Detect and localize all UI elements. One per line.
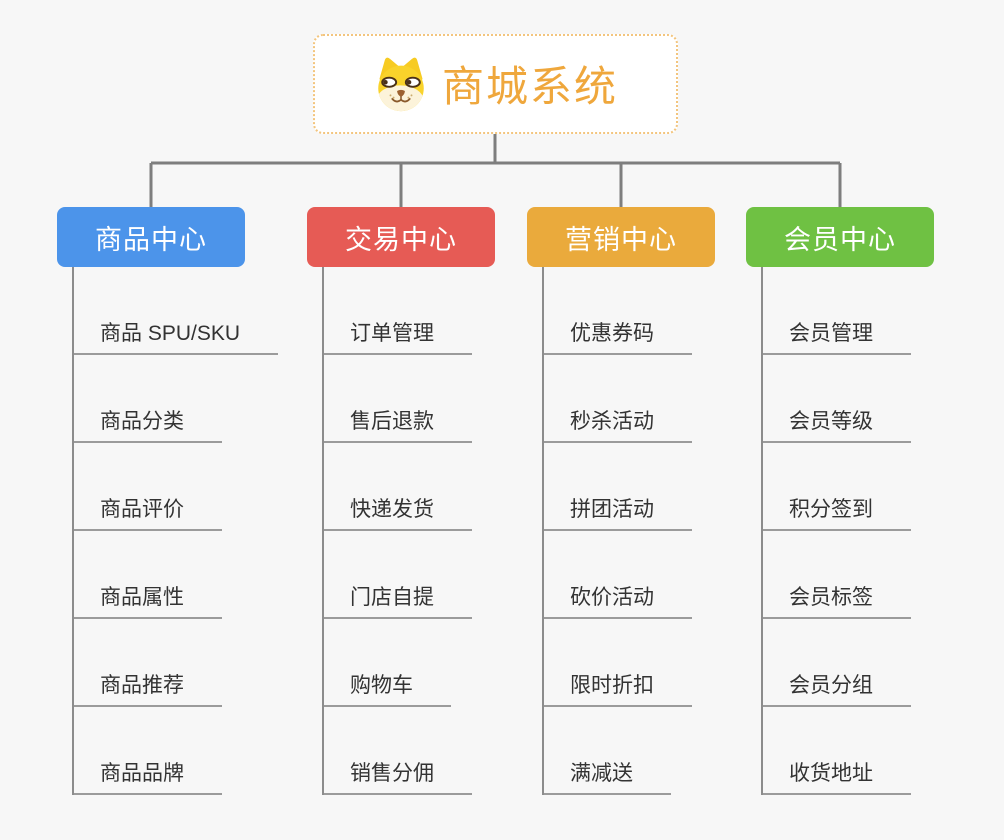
child-topic[interactable]: 优惠券码: [544, 267, 715, 355]
child-topic[interactable]: 收货地址: [763, 707, 934, 795]
child-topic-label: 商品 SPU/SKU: [74, 321, 279, 355]
child-topic-label: 商品分类: [74, 409, 222, 443]
child-topic-label: 优惠券码: [544, 321, 692, 355]
child-topic-label: 商品属性: [74, 585, 222, 619]
child-topic-label: 商品推荐: [74, 673, 222, 707]
child-topic-label: 满减送: [544, 761, 671, 795]
child-topic[interactable]: 商品评价: [74, 443, 245, 531]
child-topic-label: 秒杀活动: [544, 409, 692, 443]
branch-node[interactable]: 营销中心: [527, 207, 715, 267]
child-topic-label: 拼团活动: [544, 497, 692, 531]
branch-node[interactable]: 商品中心: [57, 207, 245, 267]
shiba-dog-icon: [373, 56, 429, 112]
child-topic[interactable]: 积分签到: [763, 443, 934, 531]
child-topic-label: 商品评价: [74, 497, 222, 531]
branch-label: 会员中心: [784, 224, 896, 255]
child-topic[interactable]: 商品品牌: [74, 707, 245, 795]
child-topic-label: 收货地址: [763, 761, 911, 795]
child-topic[interactable]: 秒杀活动: [544, 355, 715, 443]
child-topic[interactable]: 售后退款: [324, 355, 495, 443]
branch-children: 商品 SPU/SKU 商品分类 商品评价 商品属性 商品推荐 商品品牌: [72, 267, 279, 795]
root-node[interactable]: 商城系统: [313, 34, 678, 134]
child-topic-label: 商品品牌: [74, 761, 222, 795]
child-topic-label: 快递发货: [324, 497, 472, 531]
child-topic[interactable]: 商品属性: [74, 531, 245, 619]
branch-column-3: 营销中心 优惠券码 秒杀活动 拼团活动 砍价活动 限时折扣 满减送: [527, 207, 715, 795]
child-topic-label: 限时折扣: [544, 673, 692, 707]
child-topic-label: 会员标签: [763, 585, 911, 619]
branch-node[interactable]: 交易中心: [307, 207, 495, 267]
child-topic[interactable]: 限时折扣: [544, 619, 715, 707]
branch-node[interactable]: 会员中心: [746, 207, 934, 267]
child-topic[interactable]: 订单管理: [324, 267, 495, 355]
branch-children: 订单管理 售后退款 快递发货 门店自提 购物车 销售分佣: [322, 267, 495, 795]
child-topic[interactable]: 会员标签: [763, 531, 934, 619]
child-topic-label: 门店自提: [324, 585, 472, 619]
child-topic[interactable]: 拼团活动: [544, 443, 715, 531]
child-topic-label: 销售分佣: [324, 761, 472, 795]
child-topic[interactable]: 会员等级: [763, 355, 934, 443]
child-topic-label: 砍价活动: [544, 585, 692, 619]
branch-label: 商品中心: [95, 224, 207, 255]
child-topic[interactable]: 满减送: [544, 707, 715, 795]
child-topic[interactable]: 销售分佣: [324, 707, 495, 795]
child-topic[interactable]: 门店自提: [324, 531, 495, 619]
branch-children: 会员管理 会员等级 积分签到 会员标签 会员分组 收货地址: [761, 267, 934, 795]
child-topic-label: 积分签到: [763, 497, 911, 531]
child-topic-label: 会员管理: [763, 321, 911, 355]
child-topic[interactable]: 商品分类: [74, 355, 245, 443]
child-topic[interactable]: 会员管理: [763, 267, 934, 355]
child-topic-label: 购物车: [324, 673, 451, 707]
child-topic[interactable]: 快递发货: [324, 443, 495, 531]
child-topic-label: 会员分组: [763, 673, 911, 707]
branch-column-1: 商品中心 商品 SPU/SKU 商品分类 商品评价 商品属性 商品推荐 商品品牌: [57, 207, 279, 795]
branch-children: 优惠券码 秒杀活动 拼团活动 砍价活动 限时折扣 满减送: [542, 267, 715, 795]
child-topic[interactable]: 砍价活动: [544, 531, 715, 619]
child-topic-label: 订单管理: [324, 321, 472, 355]
root-title: 商城系统: [441, 62, 618, 110]
branch-label: 交易中心: [345, 224, 457, 255]
child-topic-label: 会员等级: [763, 409, 911, 443]
branch-column-2: 交易中心 订单管理 售后退款 快递发货 门店自提 购物车 销售分佣: [307, 207, 495, 795]
child-topic[interactable]: 商品 SPU/SKU: [74, 267, 279, 355]
child-topic[interactable]: 购物车: [324, 619, 495, 707]
child-topic-label: 售后退款: [324, 409, 472, 443]
branch-label: 营销中心: [565, 224, 677, 255]
child-topic[interactable]: 会员分组: [763, 619, 934, 707]
branch-column-4: 会员中心 会员管理 会员等级 积分签到 会员标签 会员分组 收货地址: [746, 207, 934, 795]
child-topic[interactable]: 商品推荐: [74, 619, 245, 707]
